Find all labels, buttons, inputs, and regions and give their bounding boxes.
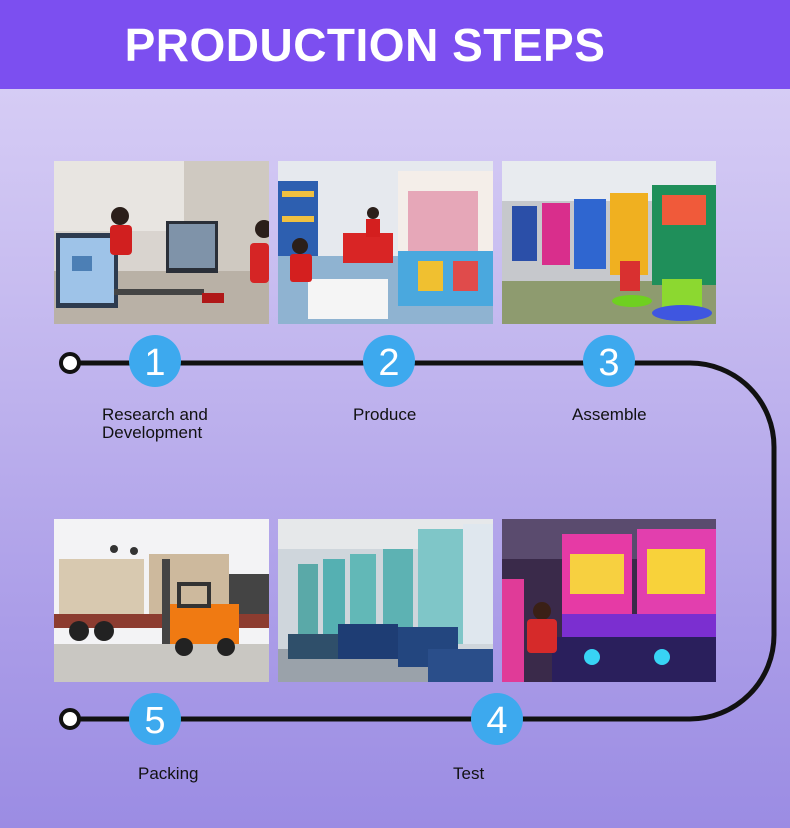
- step-label-test: Test: [453, 764, 485, 783]
- photo-packing: [54, 519, 269, 682]
- path-start-node: [59, 352, 81, 374]
- step-badge-3: 3: [583, 335, 635, 387]
- svg-text:3: 3: [598, 342, 619, 384]
- svg-text:1: 1: [144, 342, 165, 384]
- photo-assemble: [502, 161, 716, 324]
- svg-text:5: 5: [144, 700, 165, 742]
- step-label-assemble: Assemble: [572, 405, 647, 424]
- photo-research: [54, 161, 269, 324]
- step-badge-2: 2: [363, 335, 415, 387]
- step-badge-4: 4: [471, 693, 523, 745]
- photo-produce: [278, 161, 493, 324]
- page-title: PRODUCTION STEPS: [124, 19, 606, 71]
- path-end-node: [59, 708, 81, 730]
- header-banner: PRODUCTION STEPS: [0, 0, 790, 89]
- photo-test: [502, 519, 716, 682]
- step-badge-1: 1: [129, 335, 181, 387]
- photo-storage: [278, 519, 493, 682]
- step-badge-5: 5: [129, 693, 181, 745]
- svg-text:2: 2: [378, 342, 399, 384]
- svg-text:4: 4: [486, 700, 507, 742]
- step-label-packing: Packing: [138, 764, 199, 783]
- step-label-research: Research and Development: [102, 405, 208, 442]
- step-label-produce: Produce: [353, 405, 417, 424]
